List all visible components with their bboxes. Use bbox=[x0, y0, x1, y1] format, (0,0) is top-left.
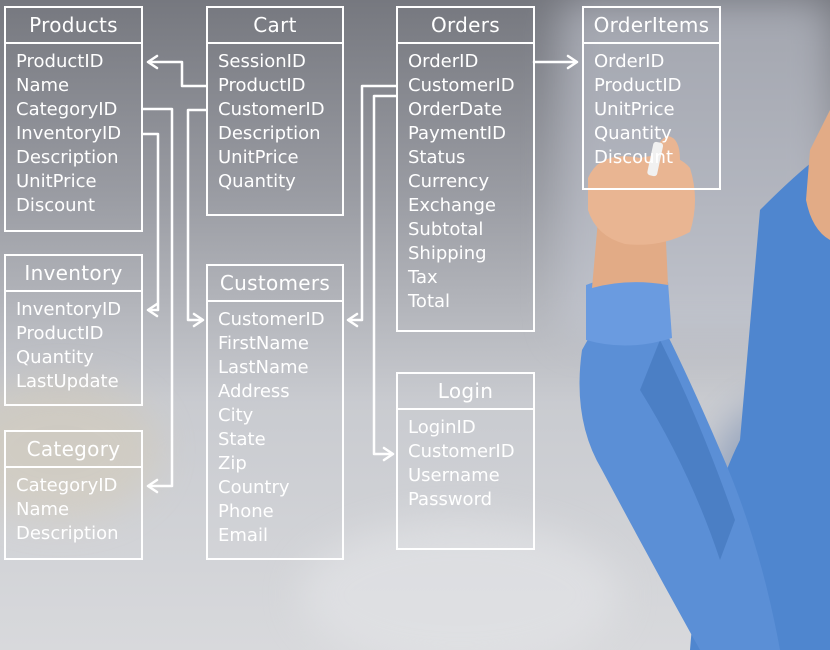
table-title: Login bbox=[398, 374, 533, 410]
table-field: Name bbox=[16, 499, 70, 520]
table-field: CategoryID bbox=[16, 99, 118, 120]
shirt-cuff bbox=[586, 276, 672, 346]
table-field: UnitPrice bbox=[594, 99, 675, 120]
table-cart: Cart SessionID ProductID CustomerID Desc… bbox=[206, 6, 344, 216]
table-field: OrderID bbox=[408, 51, 479, 72]
table-field: Description bbox=[16, 523, 119, 544]
arrowhead bbox=[146, 54, 159, 70]
table-field: OrderDate bbox=[408, 99, 503, 120]
table-field: Email bbox=[218, 525, 268, 546]
table-field: Tax bbox=[408, 267, 438, 288]
table-field: OrderID bbox=[594, 51, 665, 72]
table-inventory: Inventory InventoryID ProductID Quantity… bbox=[4, 254, 143, 406]
table-field: Username bbox=[408, 465, 500, 486]
table-field: City bbox=[218, 405, 254, 426]
shirt-shadow bbox=[640, 340, 735, 560]
table-title: Cart bbox=[208, 8, 342, 44]
table-products: Products ProductID Name CategoryID Inven… bbox=[4, 6, 143, 232]
table-title: Inventory bbox=[6, 256, 141, 292]
arrow-products-category bbox=[141, 107, 174, 488]
table-orders: Orders OrderID CustomerID OrderDate Paym… bbox=[396, 6, 535, 332]
arrow-cart-customers bbox=[186, 108, 208, 322]
table-field: ProductID bbox=[16, 51, 104, 72]
table-field: Address bbox=[218, 381, 290, 402]
table-field: LastName bbox=[218, 357, 309, 378]
arrowhead bbox=[192, 312, 205, 328]
table-field: CustomerID bbox=[218, 99, 325, 120]
table-field: Zip bbox=[218, 453, 247, 474]
table-title: Customers bbox=[208, 266, 342, 302]
table-field: Exchange bbox=[408, 195, 496, 216]
table-field: Total bbox=[408, 291, 451, 312]
background-light bbox=[0, 380, 160, 520]
background-light bbox=[300, 520, 620, 650]
neck bbox=[806, 110, 830, 240]
table-category: Category CategoryID Name Description bbox=[4, 430, 143, 560]
table-field: Description bbox=[218, 123, 321, 144]
table-field: ProductID bbox=[594, 75, 682, 96]
table-title: Orders bbox=[398, 8, 533, 44]
arrowhead bbox=[566, 54, 579, 70]
table-field: PaymentID bbox=[408, 123, 506, 144]
table-field: Subtotal bbox=[408, 219, 484, 240]
arrow-orders-customers bbox=[347, 84, 398, 322]
table-orderitems: OrderItems OrderID ProductID UnitPrice Q… bbox=[582, 6, 721, 190]
table-field: CustomerID bbox=[408, 441, 515, 462]
shirt-sleeve bbox=[579, 311, 780, 650]
table-field: Description bbox=[16, 147, 119, 168]
table-field: Status bbox=[408, 147, 466, 168]
table-field: CategoryID bbox=[16, 475, 118, 496]
arrowhead bbox=[146, 478, 159, 494]
table-title: Category bbox=[6, 432, 141, 468]
table-field: InventoryID bbox=[16, 123, 122, 144]
table-field: Quantity bbox=[594, 123, 672, 144]
table-field: Quantity bbox=[16, 347, 94, 368]
table-title: Products bbox=[6, 8, 141, 44]
table-field: CustomerID bbox=[408, 75, 515, 96]
table-field: FirstName bbox=[218, 333, 309, 354]
table-field: LoginID bbox=[408, 417, 476, 438]
table-customers: Customers CustomerID FirstName LastName … bbox=[206, 264, 344, 560]
table-field: Name bbox=[16, 75, 70, 96]
arrow-orders-login bbox=[372, 94, 398, 456]
table-field: Country bbox=[218, 477, 290, 498]
table-field: UnitPrice bbox=[16, 171, 97, 192]
table-field: CustomerID bbox=[218, 309, 325, 330]
table-field: Discount bbox=[594, 147, 674, 168]
table-field: UnitPrice bbox=[218, 147, 299, 168]
arrowhead bbox=[346, 312, 359, 328]
marker bbox=[647, 141, 664, 177]
table-field: State bbox=[218, 429, 266, 450]
index-finger bbox=[655, 136, 682, 192]
table-field: Password bbox=[408, 489, 493, 510]
table-field: ProductID bbox=[16, 323, 104, 344]
arrowhead bbox=[146, 302, 159, 318]
table-field: Currency bbox=[408, 171, 490, 192]
table-field: Phone bbox=[218, 501, 274, 522]
table-title: OrderItems bbox=[584, 8, 719, 44]
table-field: LastUpdate bbox=[16, 371, 119, 392]
table-field: Shipping bbox=[408, 243, 487, 264]
table-field: Quantity bbox=[218, 171, 296, 192]
arrow-products-inventory bbox=[141, 132, 160, 312]
table-field: Discount bbox=[16, 195, 96, 216]
table-field: SessionID bbox=[218, 51, 306, 72]
table-login: Login LoginID CustomerID Username Passwo… bbox=[396, 372, 535, 550]
arrow-cart-products bbox=[147, 60, 208, 88]
table-field: InventoryID bbox=[16, 299, 122, 320]
arrowhead bbox=[382, 446, 395, 462]
table-field: ProductID bbox=[218, 75, 306, 96]
